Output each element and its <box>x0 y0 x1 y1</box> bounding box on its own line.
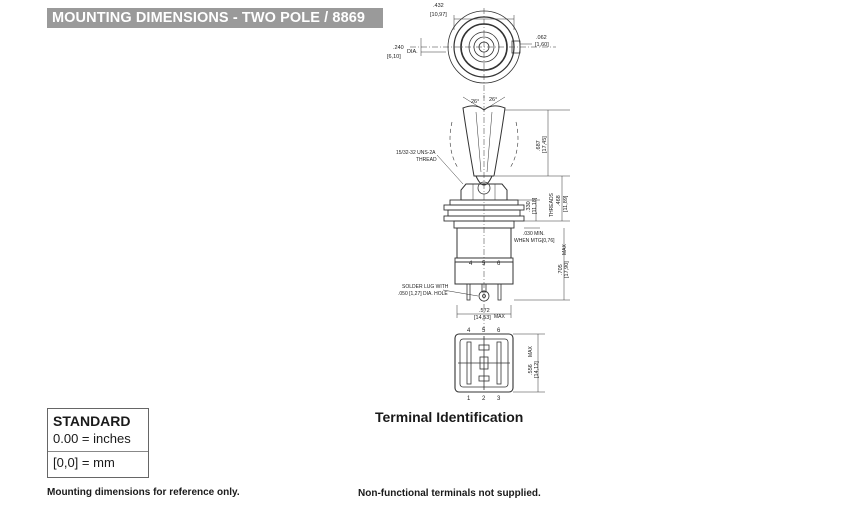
thread-spec: 15/32-32 UNS-2A <box>396 150 436 156</box>
threads-label: THREADS <box>549 192 555 217</box>
lever-length-mm: [17,45] <box>542 136 548 153</box>
svg-text:.705: .705 <box>558 264 564 275</box>
svg-text:[11,89]: [11,89] <box>563 195 569 212</box>
bottom-terminal-4: 4 <box>467 328 471 334</box>
terminal-identification-title: Terminal Identification <box>375 409 524 425</box>
bushing-inch: .330 <box>526 201 532 212</box>
svg-text:MAX: MAX <box>528 346 534 358</box>
svg-text:[14,12]: [14,12] <box>534 361 540 378</box>
side-width-mm: [6,10] <box>387 54 401 60</box>
terminals-note: Non-functional terminals not supplied. <box>358 488 541 499</box>
angle-right: 26° <box>489 97 497 103</box>
svg-text:.556: .556 <box>528 364 534 375</box>
side-view <box>436 95 570 330</box>
top-width-inch: .432 <box>433 3 444 9</box>
standard-mm: [0,0] = mm <box>53 455 115 470</box>
bottom-terminal-6: 6 <box>497 328 501 334</box>
side-width-inch: .240 <box>393 45 404 51</box>
side-terminal-5: 5 <box>482 261 486 267</box>
top-width-mm: [10,97] <box>430 12 447 18</box>
side-max-label: MAX <box>562 244 568 256</box>
bottom-height-mm: [14,12] <box>534 361 540 378</box>
svg-text:.330: .330 <box>526 201 532 212</box>
svg-text:[17,45]: [17,45] <box>542 136 548 153</box>
hole-label: .050 [1,27] DIA. HOLE <box>398 291 448 297</box>
side-terminal-4: 4 <box>469 261 473 267</box>
solder-lug-label: SOLDER LUG WITH <box>402 284 449 290</box>
body-width-max: MAX <box>494 314 506 320</box>
bushing-mm: [11,18] <box>532 197 538 214</box>
body-width-inch: .572 <box>479 308 490 314</box>
bottom-terminal-3: 3 <box>497 396 501 402</box>
svg-text:[11,18]: [11,18] <box>532 197 538 214</box>
panel-mm: [0,76] <box>542 238 555 244</box>
svg-text:.687: .687 <box>536 140 542 151</box>
bottom-max-label: MAX <box>528 346 534 358</box>
svg-text:.468: .468 <box>556 195 562 206</box>
page-title: MOUNTING DIMENSIONS - TWO POLE / 8869 <box>52 10 366 26</box>
side-dia-label: DIA. <box>407 49 418 55</box>
panel-thickness: .030 MIN. <box>523 231 545 237</box>
flat-mm: [1,60] <box>535 42 549 48</box>
standard-legend: STANDARD 0.00 = inches [0,0] = mm <box>47 408 149 478</box>
bushing-total-mm: [11,89] <box>563 195 569 212</box>
bottom-view <box>454 333 545 393</box>
bottom-terminal-1: 1 <box>467 396 471 402</box>
svg-text:MAX: MAX <box>562 244 568 256</box>
standard-title: STANDARD <box>53 413 131 429</box>
lever-length-inch: .687 <box>536 140 542 151</box>
standard-inches: 0.00 = inches <box>53 431 131 446</box>
bottom-terminal-2: 2 <box>482 396 486 402</box>
thread-word: THREAD <box>416 157 437 163</box>
bottom-height-inch: .556 <box>528 364 534 375</box>
body-length-mm: [17,90] <box>564 261 570 278</box>
top-view <box>410 8 556 98</box>
reference-note: Mounting dimensions for reference only. <box>47 487 240 498</box>
side-terminal-6: 6 <box>497 261 501 267</box>
standard-divider <box>48 451 148 452</box>
bushing-total-inch: .468 <box>556 195 562 206</box>
panel-label: WHEN MTG. <box>514 238 543 244</box>
flat-inch: .062 <box>536 35 547 41</box>
body-length-inch: .705 <box>558 264 564 275</box>
bottom-terminal-5: 5 <box>482 328 486 334</box>
svg-text:THREADS: THREADS <box>549 192 555 217</box>
body-width-mm: [14,53] <box>474 315 491 321</box>
header-bar <box>47 8 383 28</box>
svg-text:[17,90]: [17,90] <box>564 261 570 278</box>
angle-left: 26° <box>471 99 479 105</box>
